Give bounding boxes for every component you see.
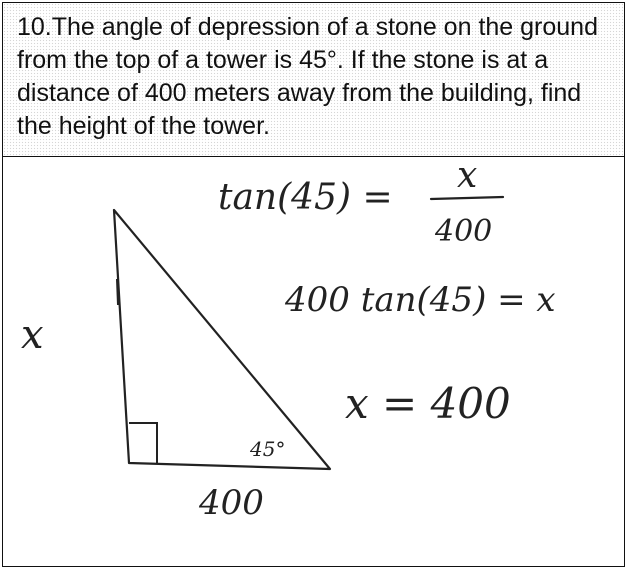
base-label: 400 bbox=[198, 483, 264, 523]
eq1-numerator: x bbox=[457, 157, 477, 196]
question-text: 10.The angle of depression of a stone on… bbox=[17, 13, 598, 140]
right-angle-marker bbox=[129, 422, 158, 463]
eq1-denominator: 400 bbox=[434, 214, 492, 249]
triangle-sketch bbox=[112, 208, 332, 471]
handwritten-work-area: tan(45) = x 400 400 tan(45) = x x = 400 … bbox=[3, 157, 624, 566]
angle-label: 45° bbox=[249, 437, 285, 461]
question-panel: 10.The angle of depression of a stone on… bbox=[3, 3, 624, 157]
handwritten-work: tan(45) = x 400 400 tan(45) = x x = 400 … bbox=[21, 157, 556, 523]
eq2: 400 tan(45) = x bbox=[284, 280, 556, 320]
side-tick-mark bbox=[116, 278, 119, 306]
eq3: x = 400 bbox=[345, 379, 511, 428]
eq1-lhs: tan(45) = bbox=[218, 177, 393, 218]
side-label: x bbox=[21, 312, 44, 358]
fraction-bar bbox=[429, 195, 505, 201]
